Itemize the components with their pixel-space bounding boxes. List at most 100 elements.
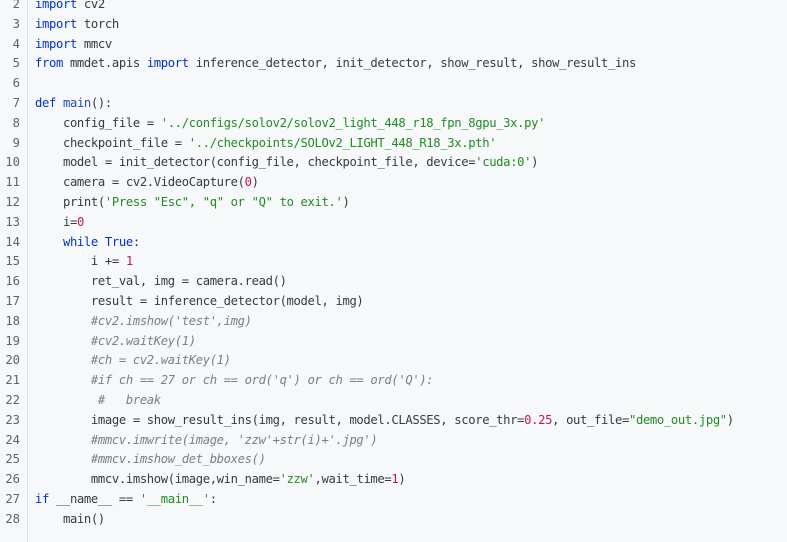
line-number: 6 bbox=[12, 76, 20, 91]
code-token: ,wait_time= bbox=[314, 472, 392, 487]
line-number: 18 bbox=[5, 313, 20, 328]
line-number: 25 bbox=[5, 452, 20, 467]
code-token: '../checkpoints/SOLOv2_LIGHT_448_R18_3x.… bbox=[188, 135, 497, 150]
code-token: import bbox=[35, 0, 77, 11]
line-source: i += 1 bbox=[35, 252, 133, 272]
code-token: #cv2.waitKey(1) bbox=[90, 333, 196, 348]
code-token: ret_val, img = camera.read() bbox=[35, 274, 287, 289]
code-token: torch bbox=[76, 16, 119, 31]
line-source: i=0 bbox=[35, 213, 84, 233]
code-token bbox=[98, 235, 105, 249]
line-number: 10 bbox=[5, 155, 20, 170]
code-token: camera = cv2.VideoCapture( bbox=[35, 175, 245, 190]
code-token: if bbox=[35, 491, 49, 506]
code-token: i += bbox=[35, 254, 126, 269]
line-source: #mmcv.imshow_det_bboxes() bbox=[35, 450, 266, 470]
code-token bbox=[35, 373, 91, 387]
line-number: 15 bbox=[5, 254, 20, 269]
code-token: '__main__' bbox=[139, 491, 210, 506]
line-source: #mmcv.imwrite(image, 'zzw'+str(i)+'.jpg'… bbox=[35, 431, 378, 451]
code-token: True bbox=[104, 234, 133, 249]
code-token: # break bbox=[90, 392, 161, 407]
code-line: 21 #if ch == 27 or ch == ord('q') or ch … bbox=[0, 371, 787, 391]
line-number: 17 bbox=[5, 293, 20, 308]
line-source: print('Press "Esc", "q" or "Q" to exit.'… bbox=[35, 193, 350, 213]
line-number: 7 bbox=[12, 95, 20, 110]
code-token: __name__ == bbox=[48, 491, 140, 506]
line-source: import cv2 bbox=[35, 0, 105, 15]
code-line: 9 checkpoint_file = '../checkpoints/SOLO… bbox=[0, 134, 787, 154]
code-line: 17 result = inference_detector(model, im… bbox=[0, 292, 787, 312]
line-source: main() bbox=[35, 510, 105, 530]
code-token bbox=[35, 452, 91, 466]
line-source: import torch bbox=[35, 15, 119, 35]
code-token: inference_detector, init_detector, show_… bbox=[188, 56, 637, 71]
code-token: import bbox=[35, 36, 77, 51]
code-token: ) bbox=[398, 472, 406, 487]
line-number: 21 bbox=[5, 373, 20, 388]
line-source: #cv2.waitKey(1) bbox=[35, 332, 196, 352]
code-token: model = init_detector(config_file, check… bbox=[35, 155, 476, 170]
code-line: 24 #mmcv.imwrite(image, 'zzw'+str(i)+'.j… bbox=[0, 431, 787, 451]
line-number: 27 bbox=[5, 491, 20, 506]
line-number: 8 bbox=[12, 115, 20, 130]
code-token bbox=[35, 334, 91, 348]
code-token: while bbox=[62, 234, 98, 249]
line-number: 24 bbox=[5, 432, 20, 447]
code-token bbox=[35, 393, 91, 407]
line-source: # break bbox=[35, 391, 161, 411]
code-token: print( bbox=[35, 194, 105, 209]
line-source: config_file = '../configs/solov2/solov2_… bbox=[35, 114, 546, 134]
line-number: 12 bbox=[5, 194, 20, 209]
code-token: 'cuda:0' bbox=[475, 155, 532, 170]
code-token: 'Press "Esc", "q" or "Q" to exit.' bbox=[104, 194, 343, 209]
line-number: 26 bbox=[5, 472, 20, 487]
line-source: mmcv.imshow(image,win_name='zzw',wait_ti… bbox=[35, 470, 406, 490]
code-line: 6 bbox=[0, 74, 787, 94]
code-line: 25 #mmcv.imshow_det_bboxes() bbox=[0, 450, 787, 470]
line-source: checkpoint_file = '../checkpoints/SOLOv2… bbox=[35, 134, 497, 154]
code-line: 23 image = show_result_ins(img, result, … bbox=[0, 411, 787, 431]
code-line: 14 while True: bbox=[0, 233, 787, 253]
line-source: import mmcv bbox=[35, 35, 112, 55]
code-line: 10 model = init_detector(config_file, ch… bbox=[0, 153, 787, 173]
line-source: #ch = cv2.waitKey(1) bbox=[35, 351, 231, 371]
code-token: mmcv.imshow(image,win_name= bbox=[35, 472, 280, 487]
line-source: from mmdet.apis import inference_detecto… bbox=[35, 54, 636, 74]
code-token: cv2 bbox=[76, 0, 105, 11]
line-source: image = show_result_ins(img, result, mod… bbox=[35, 411, 734, 431]
code-token: def bbox=[35, 95, 56, 110]
code-token: import bbox=[35, 16, 77, 31]
line-source: model = init_detector(config_file, check… bbox=[35, 153, 539, 173]
line-source: camera = cv2.VideoCapture(0) bbox=[35, 173, 259, 193]
line-number: 28 bbox=[5, 511, 20, 526]
code-token: : bbox=[209, 491, 217, 506]
code-token: ) bbox=[251, 175, 259, 190]
line-number: 13 bbox=[5, 214, 20, 229]
code-line: 22 # break bbox=[0, 391, 787, 411]
code-token: 0 bbox=[76, 214, 84, 229]
code-token: mmdet.apis bbox=[62, 56, 147, 71]
code-token: ) bbox=[531, 155, 539, 170]
code-token bbox=[35, 353, 91, 367]
code-token bbox=[35, 314, 91, 328]
code-token: image = show_result_ins(img, result, mod… bbox=[35, 412, 525, 427]
code-line: 27 if __name__ == '__main__': bbox=[0, 490, 787, 510]
code-token: checkpoint_file = bbox=[35, 135, 189, 150]
code-line: 20 #ch = cv2.waitKey(1) bbox=[0, 351, 787, 371]
code-token: : bbox=[132, 234, 140, 249]
code-token: 1 bbox=[125, 254, 133, 269]
code-token: import bbox=[146, 56, 189, 71]
code-token: #ch = cv2.waitKey(1) bbox=[90, 353, 231, 368]
code-token: 0 bbox=[244, 175, 252, 190]
code-token: main() bbox=[35, 511, 105, 526]
code-line: 28 main() bbox=[0, 510, 787, 530]
line-number: 23 bbox=[5, 412, 20, 427]
code-line: 13 i=0 bbox=[0, 213, 787, 233]
code-line: 12 print('Press "Esc", "q" or "Q" to exi… bbox=[0, 193, 787, 213]
line-number: 4 bbox=[12, 36, 20, 51]
